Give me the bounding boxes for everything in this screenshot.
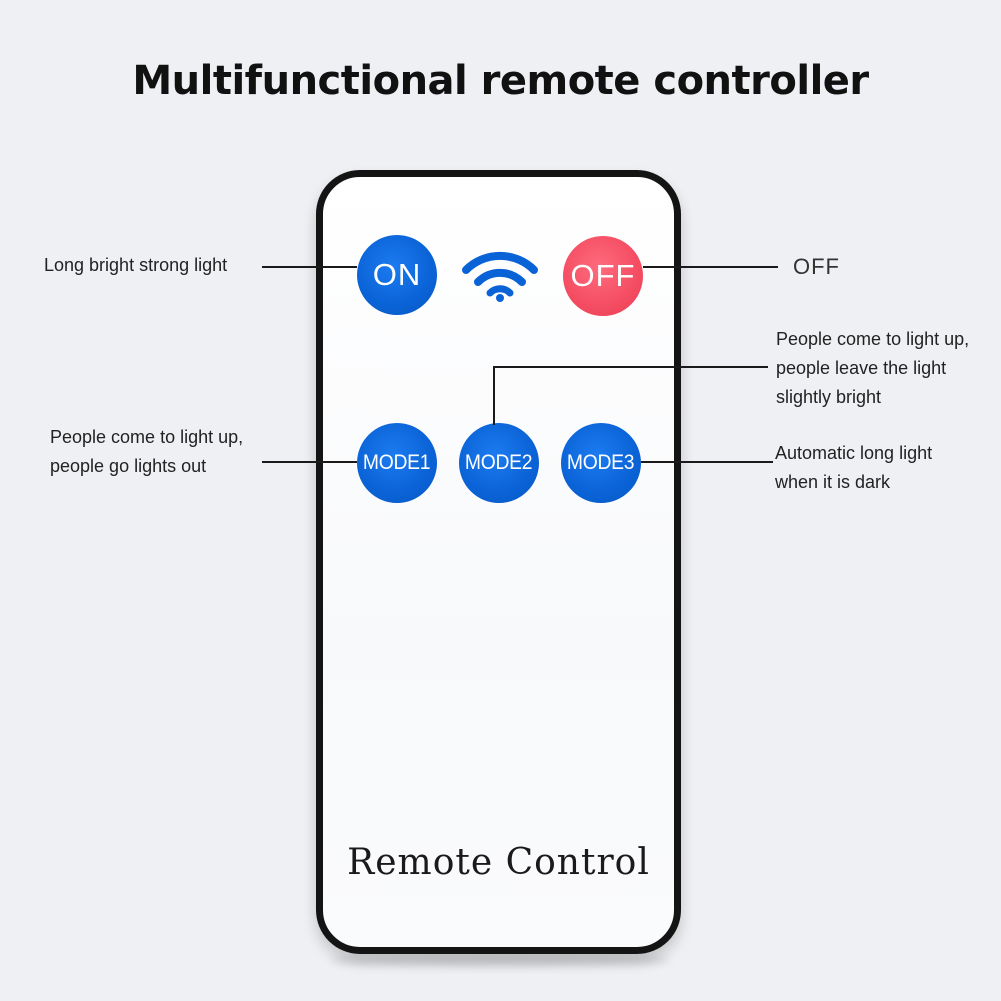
off-callout-label: OFF xyxy=(793,254,840,279)
mode1-callout-line-2: people go lights out xyxy=(50,456,207,476)
mode2-button-label: MODE2 xyxy=(465,451,533,474)
mode1-button[interactable]: MODE1 xyxy=(357,423,437,503)
mode1-callout-line xyxy=(262,461,357,463)
mode1-callout-line-1: People come to light up, xyxy=(50,427,244,447)
mode2-button[interactable]: MODE2 xyxy=(459,423,539,503)
wifi-signal-icon xyxy=(462,251,538,302)
on-callout-label: Long bright strong light xyxy=(44,255,228,275)
mode3-callout-label: Automatic long light when it is dark xyxy=(775,439,932,497)
page-title: Multifunctional remote controller xyxy=(132,58,869,104)
mode3-callout-line-1: Automatic long light xyxy=(775,443,933,463)
mode3-callout-line-2: when it is dark xyxy=(775,472,891,492)
remote-brand-text: Remote Control xyxy=(347,842,650,883)
mode1-callout-label: People come to light up, people go light… xyxy=(50,423,243,481)
mode2-callout-label: People come to light up, people leave th… xyxy=(776,325,969,412)
on-button[interactable]: ON xyxy=(357,235,437,315)
mode3-button-label: MODE3 xyxy=(567,451,635,474)
mode1-button-label: MODE1 xyxy=(363,451,431,474)
mode2-callout-line-2: people leave the light xyxy=(776,358,947,378)
off-button-label: OFF xyxy=(570,258,636,293)
off-button[interactable]: OFF xyxy=(563,236,643,316)
on-button-label: ON xyxy=(372,257,422,292)
mode2-callout-line-1: People come to light up, xyxy=(776,329,970,349)
mode3-button[interactable]: MODE3 xyxy=(561,423,641,503)
off-callout-line xyxy=(643,266,778,268)
mode3-callout-line xyxy=(641,461,773,463)
mode2-callout-line-horizontal xyxy=(493,366,768,368)
remote-shadow xyxy=(330,954,670,966)
on-callout-line xyxy=(262,266,357,268)
mode2-callout-line-vertical xyxy=(493,367,495,425)
mode2-callout-line-3: slightly bright xyxy=(776,387,882,407)
